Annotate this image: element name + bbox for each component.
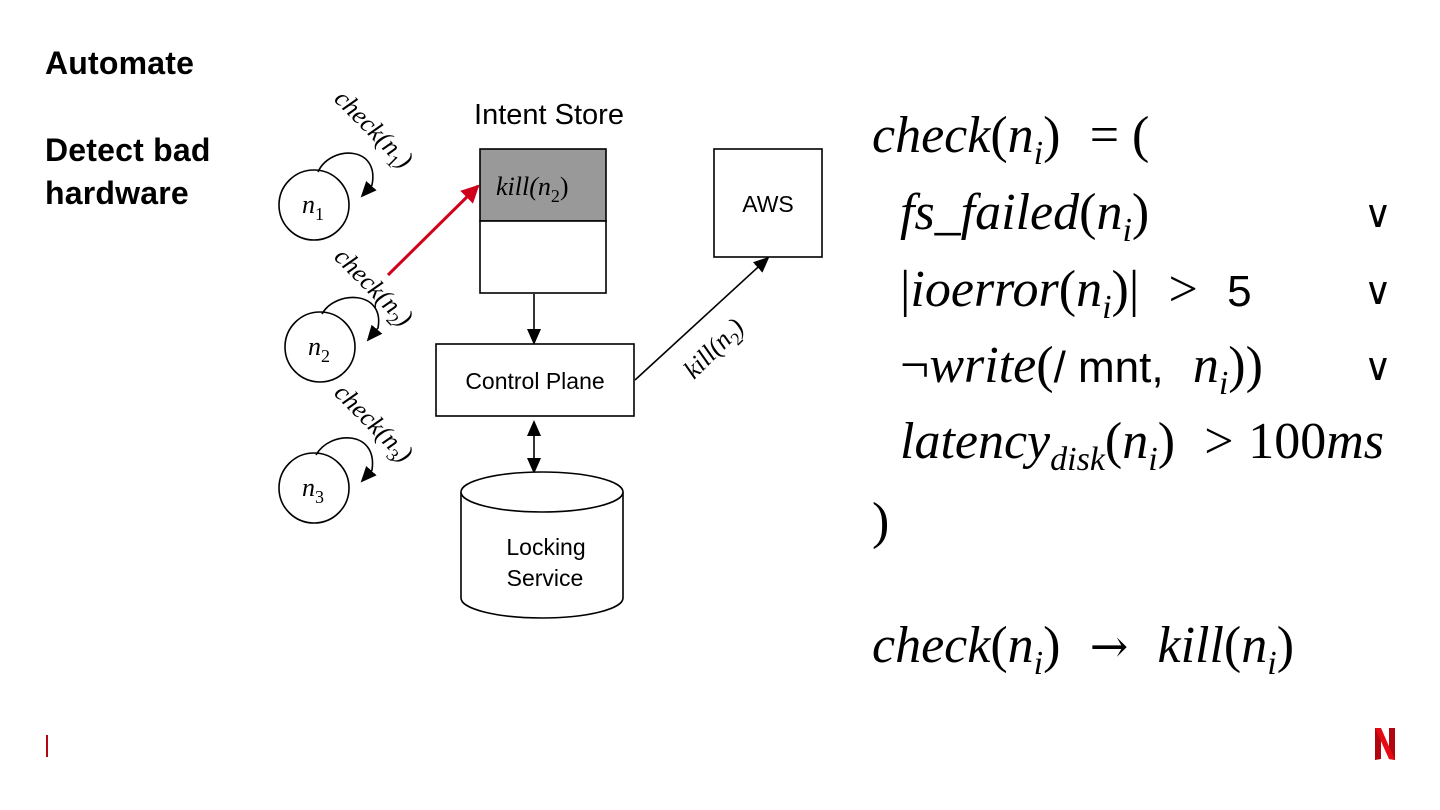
- node-n3: n3 check(n3): [278, 378, 419, 524]
- intent-write-arrow: [386, 184, 480, 277]
- footer-accent-bar: [46, 735, 48, 757]
- intent-empty-cell: [479, 220, 607, 294]
- fn-check: check: [872, 107, 991, 164]
- equals-open: = (: [1089, 107, 1150, 164]
- fn-fs-failed: fs_failed: [900, 184, 1080, 241]
- sub: i: [1267, 645, 1277, 682]
- or-operator: ∨: [1364, 269, 1392, 313]
- implies-arrow: →: [1089, 619, 1129, 673]
- slide-subheading: Detect bad hardware: [45, 132, 211, 211]
- sub: i: [1033, 645, 1044, 682]
- intent-store: Intent Store kill(n2): [474, 99, 624, 294]
- negation: ¬: [900, 337, 930, 394]
- path: / mnt,: [1053, 343, 1164, 392]
- node-label: n2: [308, 332, 330, 366]
- control-plane: Control Plane: [435, 343, 635, 417]
- node-label: n1: [302, 190, 324, 224]
- comparator: >: [1204, 413, 1234, 470]
- or-operator: ∨: [1364, 345, 1392, 389]
- threshold-value: 5: [1227, 267, 1252, 316]
- arg: n: [1241, 617, 1268, 674]
- close-paren: ): [872, 493, 890, 550]
- comparator: >: [1168, 261, 1198, 318]
- threshold-value: 100: [1248, 413, 1327, 470]
- arg: n: [1007, 617, 1034, 674]
- node-n1: n1 check(n1): [278, 84, 419, 241]
- unit: ms: [1326, 413, 1385, 470]
- control-plane-label: Control Plane: [465, 368, 604, 394]
- intent-entry-label: kill(n2): [496, 172, 569, 206]
- arg: n: [1007, 107, 1034, 164]
- sub: i: [1218, 365, 1229, 402]
- fn-ioerror: ioerror: [910, 261, 1059, 318]
- arg: n: [1076, 261, 1103, 318]
- fn-latency: latency: [900, 413, 1051, 470]
- fn-sub: disk: [1050, 441, 1105, 478]
- formula-line-3: |ioerror(ni)| > 5: [900, 261, 1252, 326]
- fn-kill: kill: [1157, 617, 1224, 674]
- slide-heading: Automate: [45, 45, 195, 81]
- arg: n: [1096, 184, 1123, 241]
- intent-entry-cell: [479, 148, 607, 222]
- fn-check: check: [872, 617, 991, 674]
- arg: n: [1192, 337, 1219, 394]
- formula-line-4: ¬write(/ mnt, ni)): [900, 337, 1263, 402]
- fn-write: write: [929, 337, 1037, 394]
- sub: i: [1148, 441, 1158, 478]
- locking-service: Locking Service: [460, 471, 624, 619]
- formula-rule: check(ni) → kill(ni): [872, 617, 1295, 682]
- sub: i: [1033, 135, 1044, 172]
- kill-to-aws-arrow: [634, 256, 770, 381]
- locking-label-line2: Service: [507, 565, 584, 591]
- arg: n: [1122, 413, 1149, 470]
- self-loop-n3: [315, 437, 377, 483]
- or-operator: ∨: [1364, 192, 1392, 236]
- sub: i: [1102, 289, 1112, 326]
- formula-line-1: check(ni) = (: [872, 107, 1150, 172]
- self-loop-n1: [317, 152, 377, 198]
- check-label-n1: check(n1): [325, 84, 419, 178]
- formula-line-5: latencydisk(ni) > 100ms: [900, 413, 1385, 478]
- self-loop-n2: [321, 296, 383, 342]
- sub: i: [1122, 212, 1132, 249]
- locking-label-line1: Locking: [506, 534, 585, 560]
- netflix-logo-icon: [1375, 728, 1395, 760]
- kill-edge-label: kill(n2): [678, 312, 753, 387]
- aws-label: AWS: [742, 191, 794, 217]
- aws-box: AWS: [713, 148, 823, 258]
- node-label: n3: [302, 473, 324, 507]
- formula-line-2: fs_failed(ni): [900, 184, 1150, 249]
- formula-line-6: ): [872, 494, 889, 550]
- intent-store-title: Intent Store: [474, 99, 624, 131]
